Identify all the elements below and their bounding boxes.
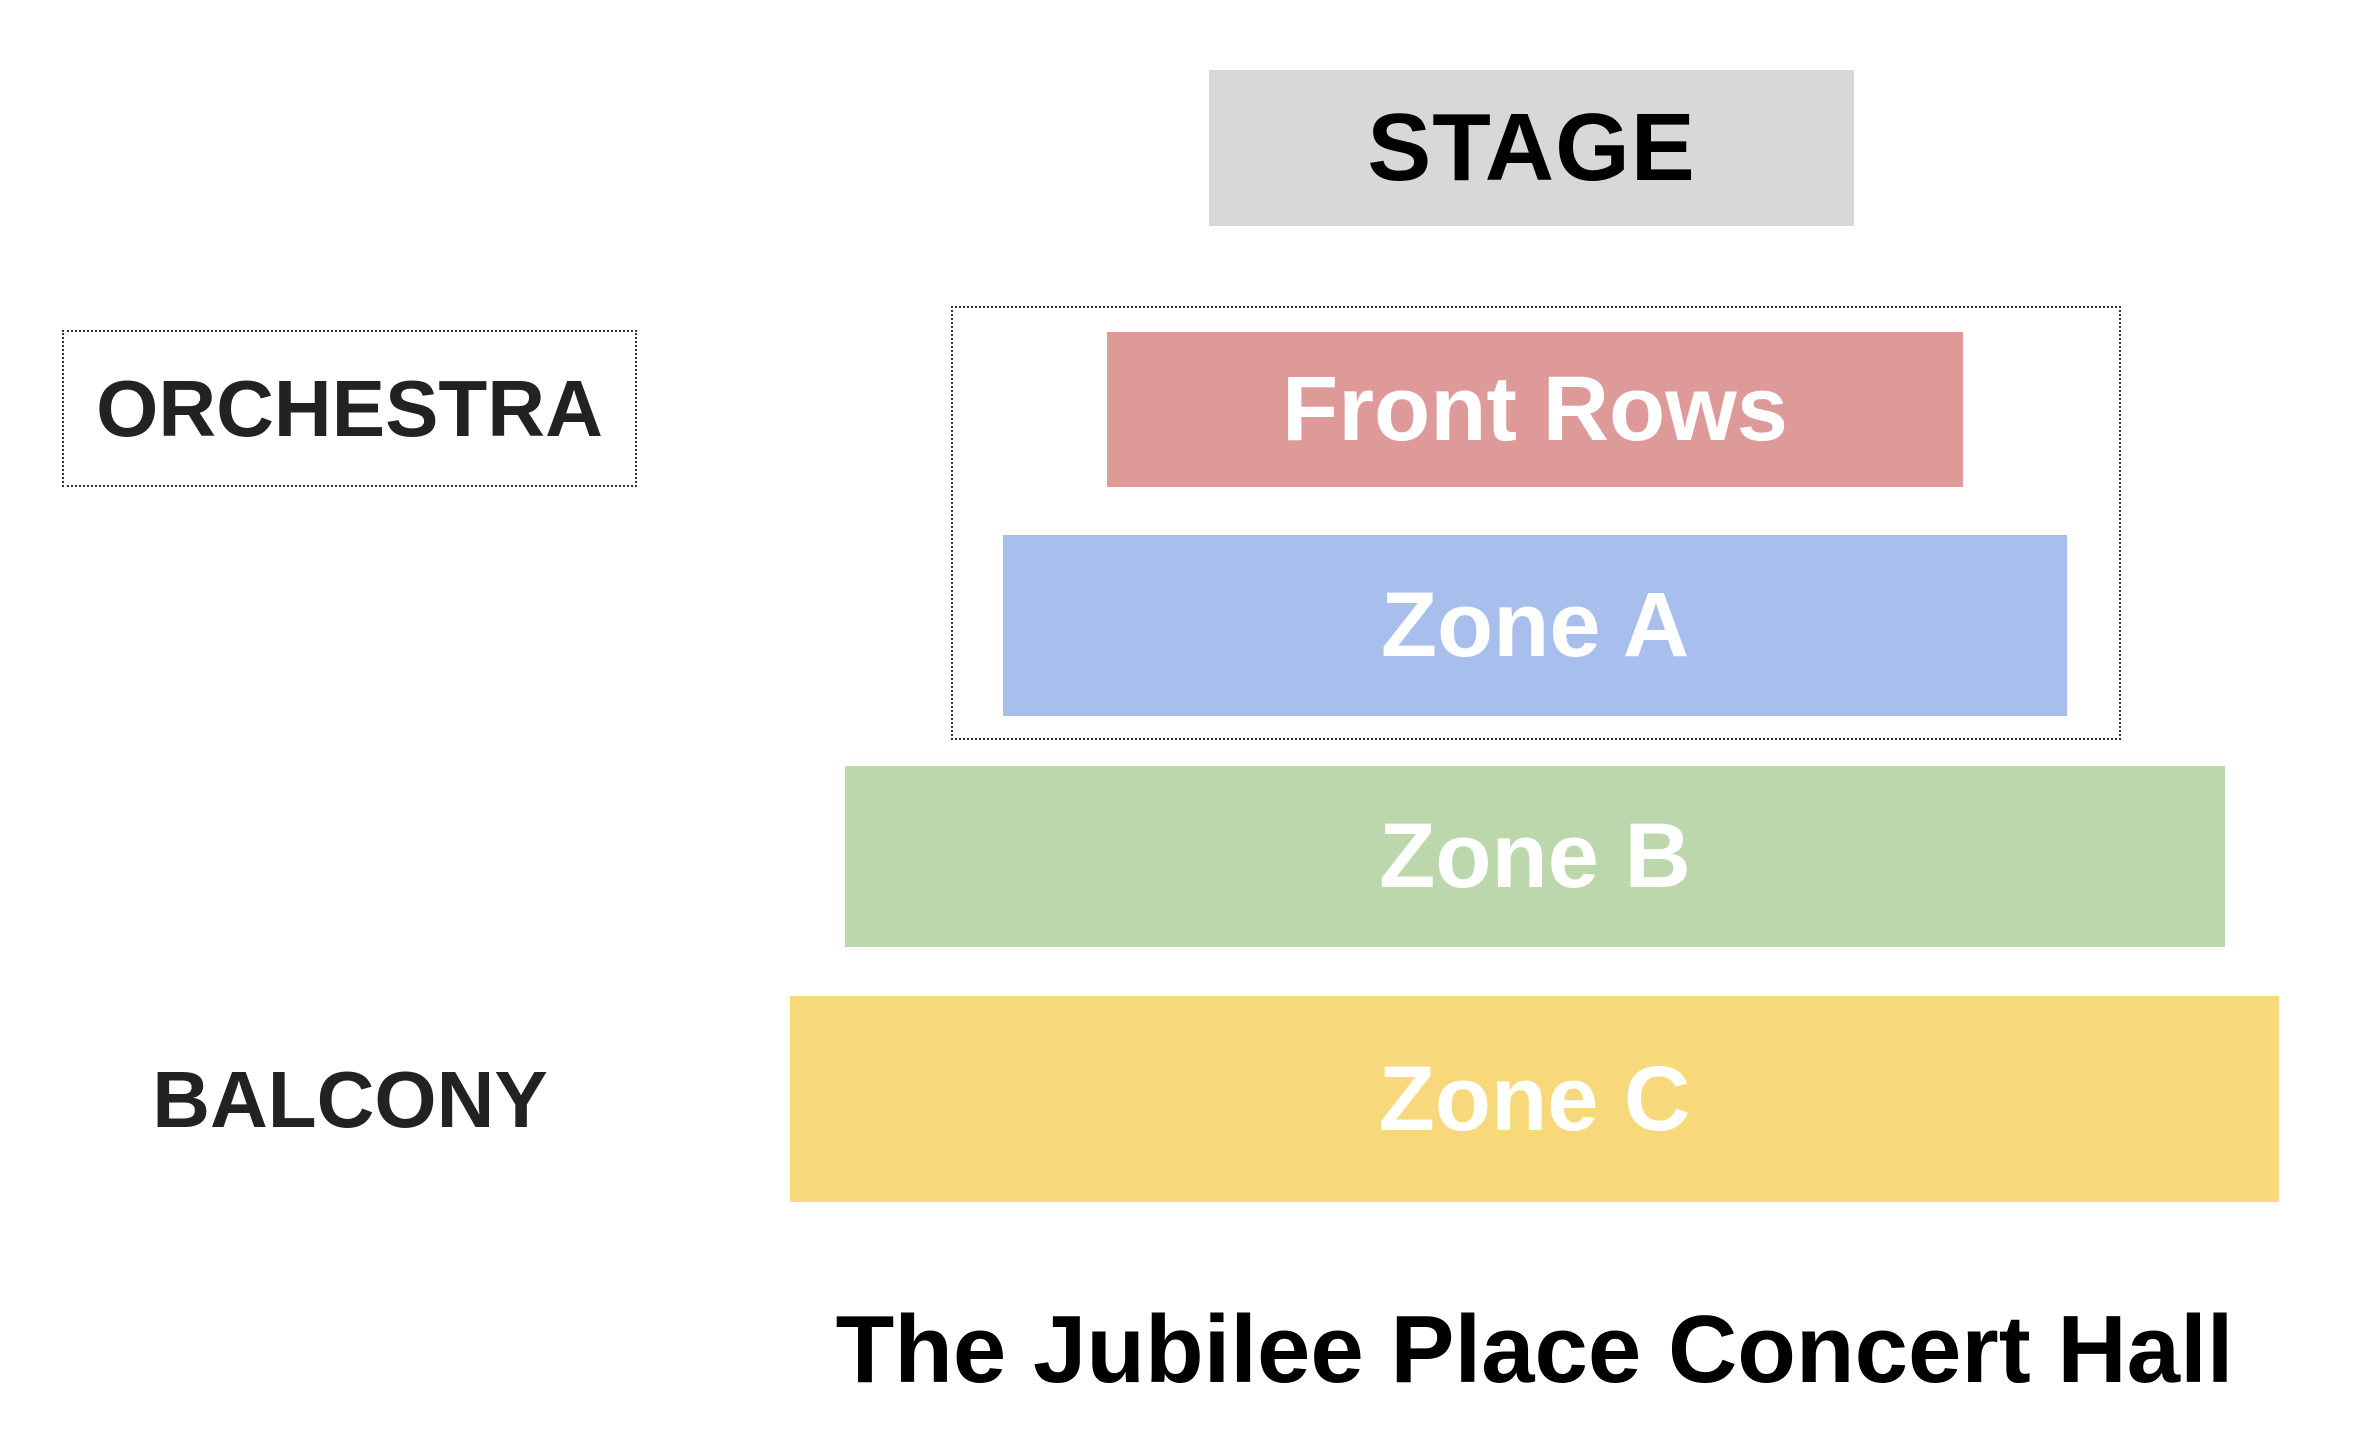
zone-front-rows[interactable]: Front Rows	[1107, 332, 1963, 487]
venue-title: The Jubilee Place Concert Hall	[835, 1296, 2234, 1403]
stage: STAGE	[1209, 70, 1854, 226]
zone-b[interactable]: Zone B	[845, 766, 2225, 947]
orchestra-bracket	[951, 306, 2121, 740]
zone-c[interactable]: Zone C	[790, 996, 2279, 1202]
zone-a[interactable]: Zone A	[1003, 535, 2067, 716]
orchestra-label: ORCHESTRA	[62, 330, 637, 487]
balcony-label: BALCONY	[152, 1055, 548, 1144]
